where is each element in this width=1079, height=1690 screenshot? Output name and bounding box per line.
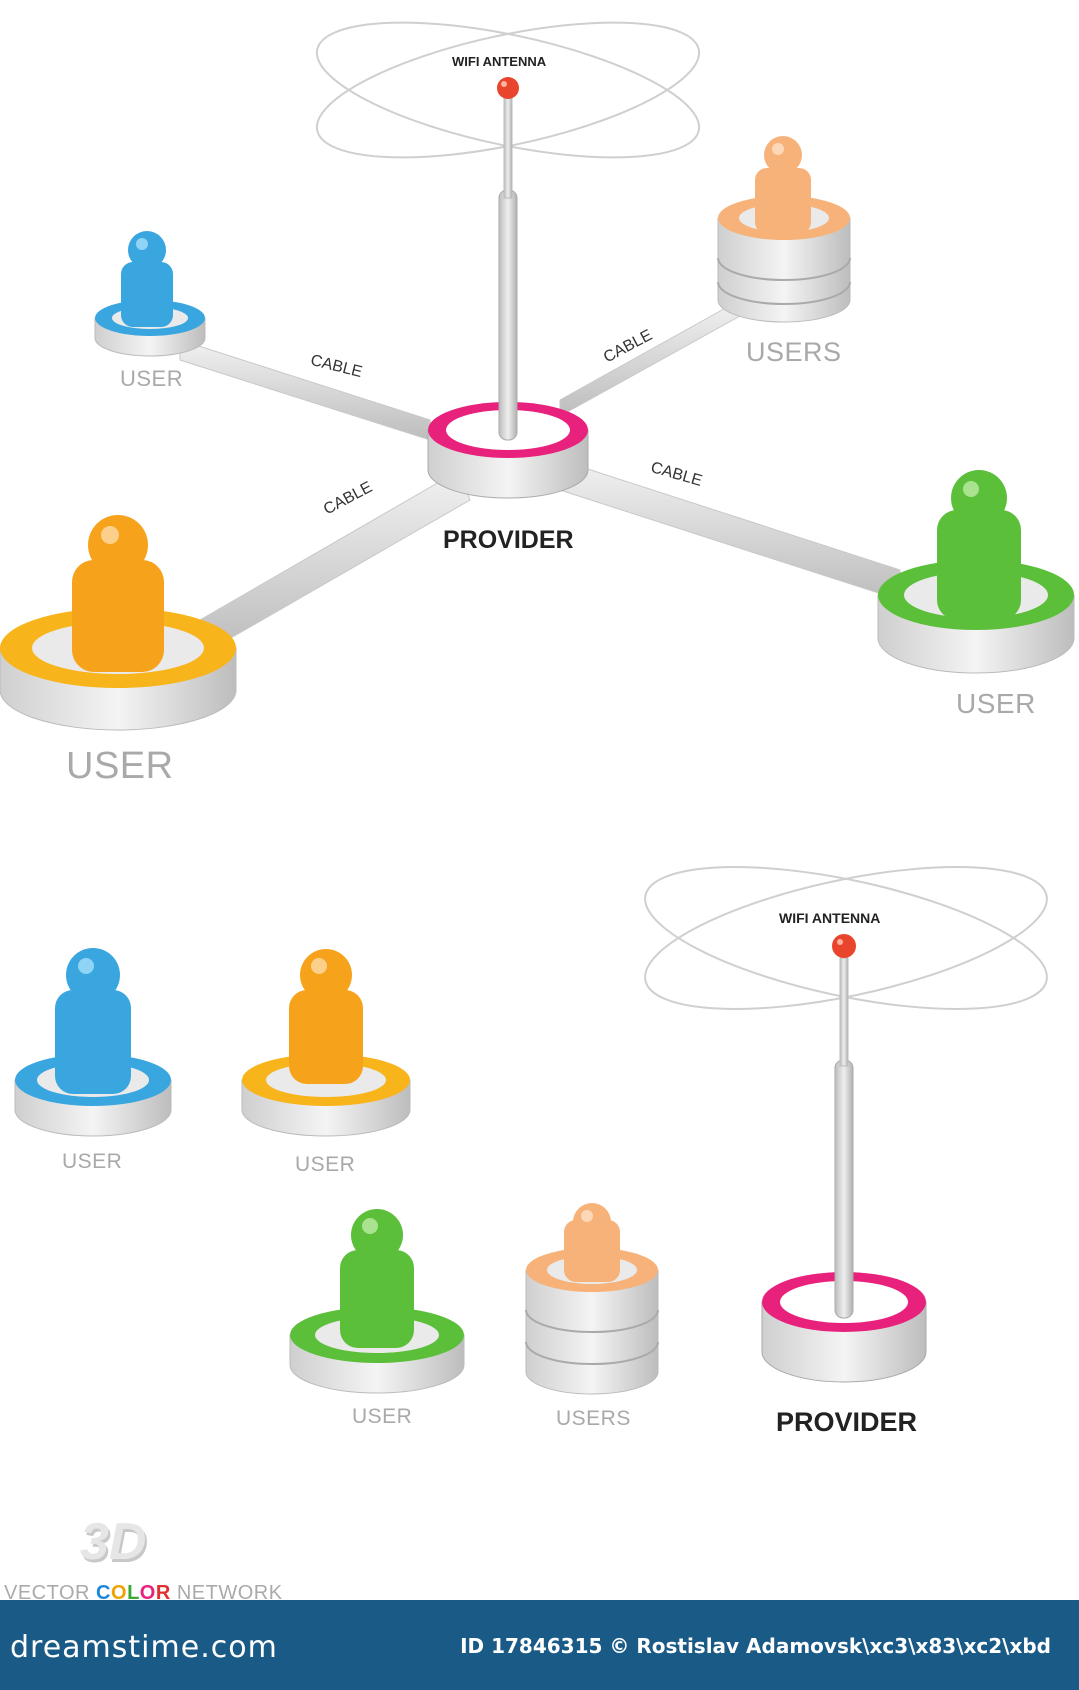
- cable-to-small-user: [179, 339, 431, 441]
- legend-users-stack: [525, 1203, 659, 1395]
- legend-green-user-label: USER: [352, 1405, 413, 1428]
- legend-orange-user-label: USER: [295, 1153, 356, 1176]
- badge-tagline: VECTOR COLOR NETWORK: [4, 1582, 283, 1604]
- large-user-label: USER: [66, 745, 174, 787]
- users-stack: [717, 136, 851, 323]
- antenna-label: WIFI ANTENNA: [452, 54, 547, 69]
- cable-to-users: [559, 299, 741, 417]
- network-diagram: [0, 21, 1075, 1395]
- antenna-orbits-2: [644, 866, 1048, 1010]
- footer-bar: dreamstime.com ID 17846315 © Rostislav A…: [0, 1600, 1079, 1690]
- badge-3d-mark: 3D: [80, 1513, 147, 1571]
- antenna-ball: [497, 77, 519, 99]
- legend-antenna-label: WIFI ANTENNA: [779, 910, 881, 926]
- footer-id-text: ID 17846315 © Rostislav Adamovsk\xc3\x83…: [460, 1634, 1051, 1658]
- users-label: USERS: [746, 337, 842, 367]
- provider-node: [427, 402, 589, 499]
- legend-blue-user: [14, 948, 172, 1137]
- legend-users-label: USERS: [556, 1407, 631, 1430]
- footer-brand: dreamstime.com: [10, 1630, 278, 1665]
- orange-user-large: [0, 515, 237, 731]
- blue-user-small: [94, 231, 206, 357]
- antenna-pole: [497, 77, 519, 441]
- green-user-right: [877, 470, 1075, 674]
- legend-blue-user-label: USER: [62, 1150, 123, 1173]
- small-user-label: USER: [120, 366, 184, 391]
- legend-green-user: [289, 1209, 465, 1394]
- legend-provider: [761, 934, 927, 1383]
- cable-to-green-user: [559, 459, 901, 601]
- legend-orange-user: [241, 949, 411, 1137]
- legend-provider-label: PROVIDER: [776, 1407, 918, 1437]
- provider-label: PROVIDER: [443, 526, 574, 554]
- antenna-orbits: [315, 21, 701, 159]
- green-user-label: USER: [956, 688, 1036, 719]
